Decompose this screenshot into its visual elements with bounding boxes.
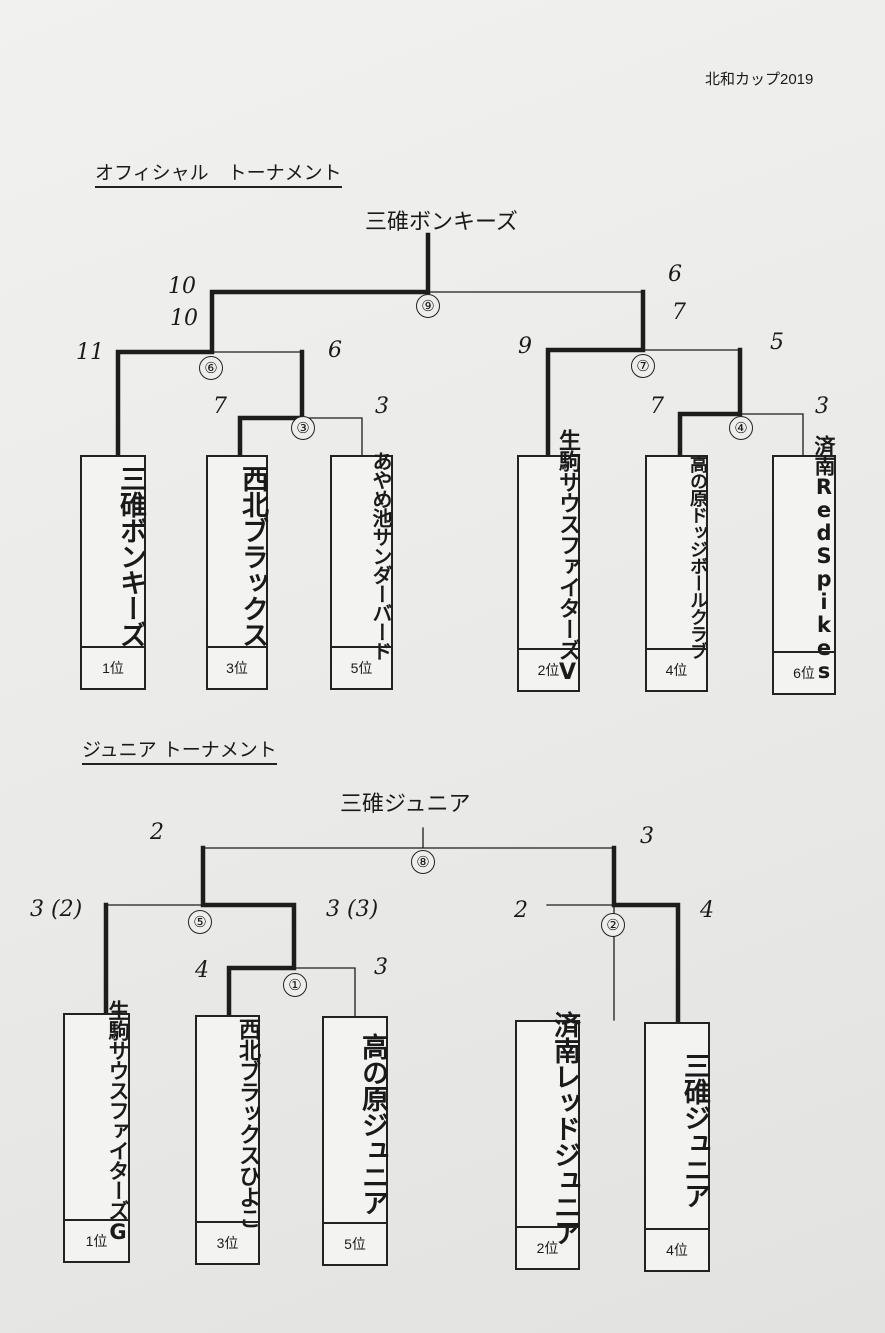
team-name: 済南レッドジュニア xyxy=(549,1011,580,1245)
team-name: 高の原ジュニア xyxy=(357,1033,388,1215)
match-number: ⑥ xyxy=(199,356,223,380)
score: 2 xyxy=(514,898,528,923)
team-rank: 5位 xyxy=(324,1222,386,1264)
score: 3 (3) xyxy=(326,897,379,922)
team-rank: 4位 xyxy=(647,648,706,690)
score: 2 xyxy=(150,820,164,845)
junior-heading: ジュニア トーナメント xyxy=(82,735,277,765)
match-number: ⑦ xyxy=(631,354,655,378)
score: 5 xyxy=(770,330,784,355)
official-heading: オフィシャル トーナメント xyxy=(95,158,342,188)
document-title: 北和カップ2019 xyxy=(705,71,814,88)
team-name: 生駒サウスファイターズV xyxy=(555,429,580,684)
score: 4 xyxy=(195,958,209,983)
match-number: ② xyxy=(601,913,625,937)
score: 6 xyxy=(328,338,342,363)
team-rank: 1位 xyxy=(82,646,144,688)
score: 4 xyxy=(700,898,714,923)
team-rank: 3位 xyxy=(208,646,266,688)
junior-winner-lines xyxy=(103,845,681,1025)
score: 3 xyxy=(375,394,389,419)
score: 3 xyxy=(815,394,829,419)
score: 3 xyxy=(374,955,388,980)
match-number: ① xyxy=(283,973,307,997)
score: 6 xyxy=(668,262,682,287)
score: 7 xyxy=(650,394,664,419)
score: 9 xyxy=(518,334,532,359)
team-name: 西北ブラックスひよこ xyxy=(235,1018,260,1228)
score: 10 xyxy=(170,306,198,331)
score: 7 xyxy=(672,300,686,325)
team-name: あやめ池サンダーバード xyxy=(369,451,393,660)
team-card: 高の原ジュニア 5位 xyxy=(322,1016,388,1266)
team-name: 三碓ボンキーズ xyxy=(115,464,146,647)
team-rank: 6位 xyxy=(774,651,834,693)
team-rank: 5位 xyxy=(332,646,391,688)
match-number: ⑧ xyxy=(411,850,435,874)
official-champion: 三碓ボンキーズ xyxy=(365,210,518,235)
score: 10 xyxy=(168,274,196,299)
team-rank: 2位 xyxy=(519,648,578,690)
match-number: ④ xyxy=(729,416,753,440)
team-name: 高の原ドッジボールクラブ xyxy=(687,454,708,659)
score: 3 xyxy=(640,824,654,849)
score: 7 xyxy=(213,394,227,419)
match-number: ③ xyxy=(291,416,315,440)
team-name: 済南RedSpikes xyxy=(812,434,836,682)
team-card: 三碓ジュニア 4位 xyxy=(644,1022,710,1272)
official-winner-lines xyxy=(115,232,743,458)
score: 11 xyxy=(76,340,104,365)
official-thin-lines xyxy=(211,291,804,456)
team-rank: 3位 xyxy=(197,1221,258,1263)
team-rank: 1位 xyxy=(65,1219,128,1261)
junior-thin-lines xyxy=(105,827,615,1021)
junior-champion: 三碓ジュニア xyxy=(340,792,471,817)
team-rank: 4位 xyxy=(646,1228,708,1270)
team-name: 西北ブラックス xyxy=(237,464,268,647)
score: 3 (2) xyxy=(30,897,83,922)
team-name: 生駒サウスファイターズG xyxy=(106,999,130,1243)
match-number: ⑤ xyxy=(188,910,212,934)
team-rank: 2位 xyxy=(517,1226,578,1268)
team-name: 三碓ジュニア xyxy=(679,1052,710,1208)
match-number: ⑨ xyxy=(416,294,440,318)
